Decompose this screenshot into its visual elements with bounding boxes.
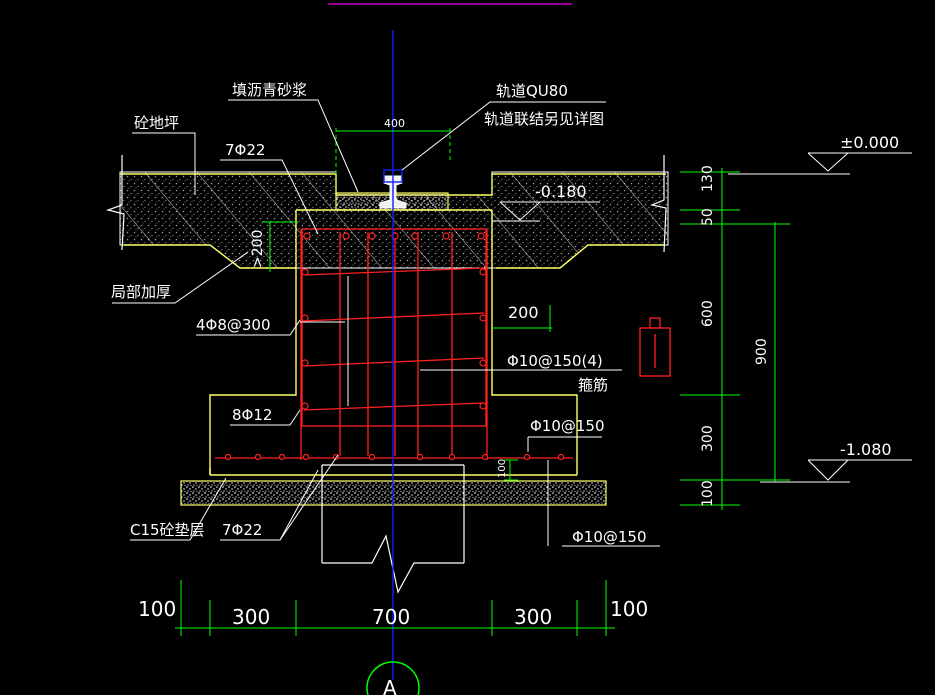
dim-gt200 bbox=[262, 221, 298, 272]
leader-lines bbox=[112, 99, 660, 547]
dim-50: 50 bbox=[700, 208, 716, 226]
elev-mid-mark bbox=[492, 201, 600, 222]
dim-right-300: 300 bbox=[514, 605, 552, 629]
rail-label: 轨道QU80 bbox=[496, 82, 568, 100]
dim-100-small-text: 100 bbox=[497, 459, 508, 478]
elev-top-mark bbox=[728, 152, 912, 175]
bottom-bars-label: 7Φ22 bbox=[222, 521, 262, 539]
bottom-side-label: 8Φ12 bbox=[232, 406, 272, 424]
section-mark-text: A bbox=[383, 676, 397, 695]
elev-top-label: ±0.000 bbox=[840, 133, 899, 152]
dim-200 bbox=[492, 305, 552, 332]
local-thick-label: 局部加厚 bbox=[111, 283, 171, 301]
section-circle bbox=[366, 661, 420, 695]
elev-bot-label: -1.080 bbox=[840, 440, 892, 459]
elev-mid-label: -0.180 bbox=[535, 182, 587, 201]
cushion-label: C15砼垫层 bbox=[130, 521, 205, 539]
bottom-mesh-label: Φ10@150 bbox=[530, 417, 605, 435]
stirrup-cn-label: 箍筋 bbox=[578, 376, 608, 394]
dim-100-small bbox=[504, 459, 518, 481]
dim-100: 100 bbox=[700, 480, 716, 507]
dim-300: 300 bbox=[700, 425, 716, 452]
right-dim-lines bbox=[680, 168, 790, 510]
bottom-mesh2-label: Φ10@150 bbox=[572, 528, 647, 546]
side-bars-label: 4Φ8@300 bbox=[196, 316, 271, 334]
dim-left-300: 300 bbox=[232, 605, 270, 629]
gt200-text: >200 bbox=[250, 230, 266, 268]
stirrup-label: Φ10@150(4) bbox=[507, 352, 603, 370]
dim-right-100: 100 bbox=[610, 597, 648, 621]
bottom-dims bbox=[175, 580, 615, 636]
rail-detail-label: 轨道联结另见详图 bbox=[484, 110, 604, 128]
floor-slab bbox=[105, 155, 669, 269]
dim-600: 600 bbox=[700, 300, 716, 327]
top-bars-label: 7Φ22 bbox=[225, 141, 265, 159]
dim-left-100: 100 bbox=[138, 597, 176, 621]
dim-400 bbox=[335, 128, 451, 175]
dim-130: 130 bbox=[700, 165, 716, 192]
rail-clip-symbol bbox=[639, 317, 671, 377]
elev-bot-mark bbox=[760, 459, 912, 483]
dim-400-text: 400 bbox=[384, 117, 405, 130]
dim-900: 900 bbox=[754, 338, 770, 365]
asphalt-label: 填沥青砂浆 bbox=[232, 81, 307, 99]
dim-mid-700: 700 bbox=[372, 605, 410, 629]
rebar-dots bbox=[224, 232, 565, 461]
rebar-cage bbox=[215, 228, 573, 460]
dim-200-label: 200 bbox=[508, 303, 539, 322]
floor-label: 砼地坪 bbox=[134, 114, 179, 132]
